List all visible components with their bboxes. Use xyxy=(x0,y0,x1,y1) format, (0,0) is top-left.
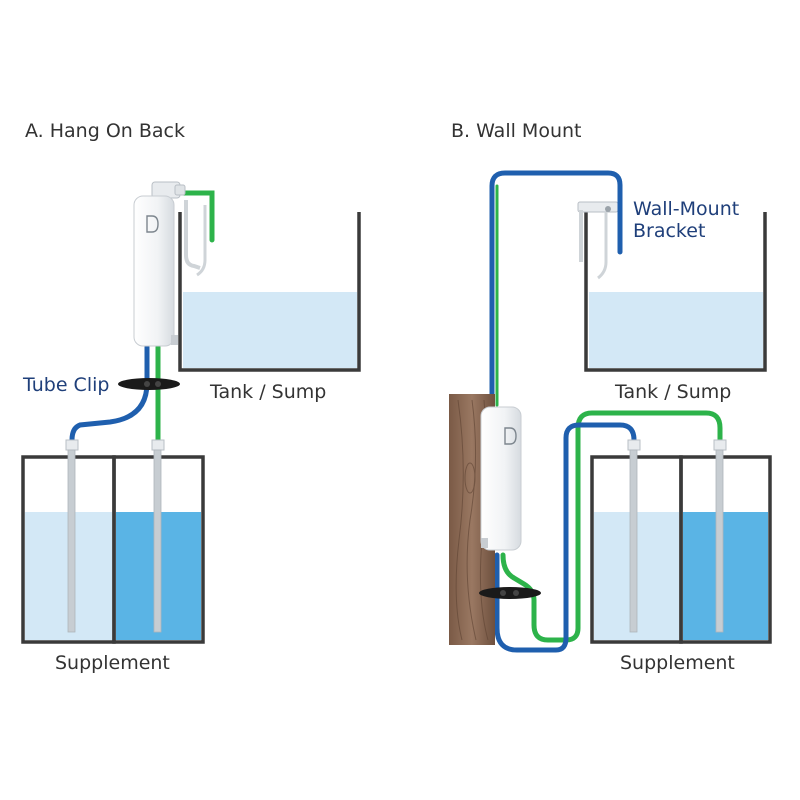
tube-clip-a xyxy=(118,378,180,390)
tube-b-blue-loop xyxy=(494,422,637,653)
tank-a-label: Tank / Sump xyxy=(209,381,326,403)
tube-a-blue xyxy=(69,344,150,443)
tank-b xyxy=(584,212,767,372)
tube-clip-b xyxy=(479,587,541,599)
supplement-b xyxy=(590,439,772,644)
tank-a-outline xyxy=(178,212,361,372)
supplement-b-right-outline xyxy=(679,455,772,644)
doser-body-b xyxy=(480,406,522,551)
tube-clip-label: Tube Clip xyxy=(22,374,109,396)
doser-logo-a xyxy=(146,215,159,233)
hob-bracket xyxy=(184,200,207,277)
supplement-a-label: Supplement xyxy=(55,652,170,674)
wall-mount-bracket xyxy=(577,201,619,280)
tank-b-outline xyxy=(584,212,767,372)
doser-unit-a xyxy=(133,181,186,347)
panel-b-title: B. Wall Mount xyxy=(451,120,581,142)
supplement-a xyxy=(21,439,205,644)
panel-a-title: A. Hang On Back xyxy=(25,120,185,142)
panel-b: B. Wall Mount Tank / Sump Wall-Mount Bra… xyxy=(449,120,772,674)
doser-unit-b xyxy=(480,406,522,551)
doser-logo-b xyxy=(504,427,517,445)
tank-b-water xyxy=(589,292,763,368)
tank-a-water xyxy=(183,292,357,368)
tank-b-label: Tank / Sump xyxy=(614,381,731,403)
supplement-b-label: Supplement xyxy=(620,652,735,674)
supplement-b-right-liquid xyxy=(683,512,768,640)
tank-a xyxy=(178,212,361,372)
bracket-label: Wall-Mount Bracket xyxy=(633,198,745,242)
panel-a: A. Hang On Back Tank / Sump xyxy=(21,120,361,674)
doser-body-a xyxy=(133,195,175,347)
tubes-a xyxy=(69,190,215,443)
tube-a-green-top xyxy=(180,190,215,243)
